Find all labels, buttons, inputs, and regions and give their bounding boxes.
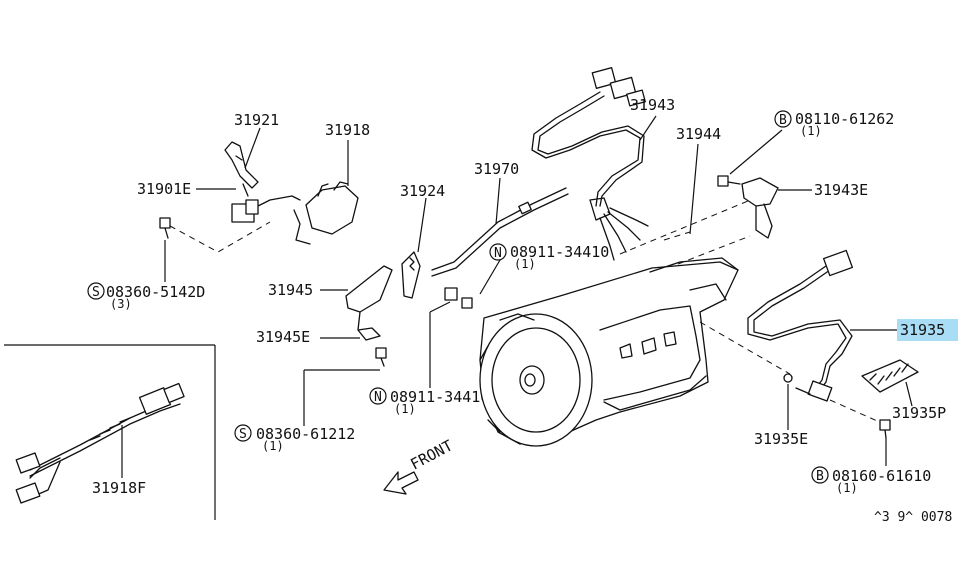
callout-31935e[interactable]: 31935E (754, 430, 808, 448)
washer-31945e[interactable] (357, 327, 381, 341)
fastener-08360-61212[interactable]: S 08360-61212 (1) (234, 424, 355, 453)
front-direction-arrow: FRONT (383, 436, 456, 495)
fastener-number: 08911-34410 (510, 243, 609, 261)
callout-31935[interactable]: 31935 (900, 321, 945, 339)
callout-31943e[interactable]: 31943E (814, 181, 868, 199)
fastener-prefix-b: B (779, 113, 787, 128)
callout-31935p[interactable]: 31935P (892, 404, 946, 422)
inset-frame (4, 344, 216, 520)
fastener-prefix-n: N (374, 390, 382, 405)
fastener-08360-5142d[interactable]: S 08360-5142D (3) (87, 282, 205, 311)
callout-31921[interactable]: 31921 (234, 111, 279, 129)
fastener-qty: (3) (110, 297, 132, 311)
bolt-08110-61262[interactable] (717, 175, 741, 187)
fastener-number: 08911-34410 (390, 388, 489, 406)
bracket-31943e[interactable] (741, 177, 779, 239)
fastener-number: 08360-61212 (256, 425, 355, 443)
fastener-08911-34410-upper[interactable]: N 08911-34410 (1) (489, 243, 609, 271)
bolt-08360-5142d[interactable] (159, 217, 171, 239)
control-rod-31970[interactable] (431, 187, 569, 277)
callout-31970[interactable]: 31970 (474, 160, 519, 178)
callout-31943[interactable]: 31943 (630, 96, 675, 114)
bolt-08360-61212[interactable] (375, 347, 387, 367)
fastener-prefix-s: S (92, 285, 100, 300)
fastener-qty: (1) (800, 124, 822, 138)
callout-31944[interactable]: 31944 (676, 125, 721, 143)
fastener-qty: (1) (262, 439, 284, 453)
fastener-qty: (1) (394, 402, 416, 416)
fastener-qty: (1) (514, 257, 536, 271)
detent-plate-31924[interactable] (401, 251, 421, 299)
fastener-prefix-s: S (239, 427, 247, 442)
front-label: FRONT (407, 436, 455, 473)
o-ring-31935e[interactable] (783, 373, 793, 383)
bolt-08160-61610[interactable] (879, 419, 891, 439)
manual-shaft-31921[interactable] (224, 141, 259, 197)
inhibitor-switch-31918[interactable] (231, 181, 359, 245)
fastener-number: 08160-61610 (832, 467, 931, 485)
nut-08911-a[interactable] (444, 287, 458, 301)
callout-31901e[interactable]: 31901E (137, 180, 191, 198)
callout-31945[interactable]: 31945 (268, 281, 313, 299)
connector-31935p[interactable] (861, 359, 919, 393)
fastener-08160-61610[interactable]: B 08160-61610 (1) (811, 466, 931, 495)
bracket-31945[interactable] (345, 265, 393, 331)
fastener-08110-61262[interactable]: B 08110-61262 (1) (774, 110, 894, 138)
diagram-code: ^3 9^ 0078 (874, 510, 952, 525)
fastener-prefix-n: N (494, 246, 502, 261)
callout-31918[interactable]: 31918 (325, 121, 370, 139)
harness-31943[interactable] (531, 67, 649, 261)
fastener-08911-34410-lower[interactable]: N 08911-34410 (1) (369, 387, 489, 416)
fastener-prefix-b: B (816, 469, 824, 484)
nut-08911-b[interactable] (461, 297, 473, 309)
fastener-number: 08360-5142D (106, 283, 205, 301)
callout-31918f[interactable]: 31918F (92, 479, 146, 497)
fastener-qty: (1) (836, 481, 858, 495)
callout-31924[interactable]: 31924 (400, 182, 445, 200)
selected-part-highlight (897, 319, 958, 341)
callout-31945e[interactable]: 31945E (256, 328, 310, 346)
revolution-sensor-harness-31935[interactable] (747, 249, 854, 402)
automatic-transmission (479, 257, 739, 447)
sub-harness-31918f[interactable] (15, 382, 185, 504)
fastener-number: 08110-61262 (795, 110, 894, 128)
